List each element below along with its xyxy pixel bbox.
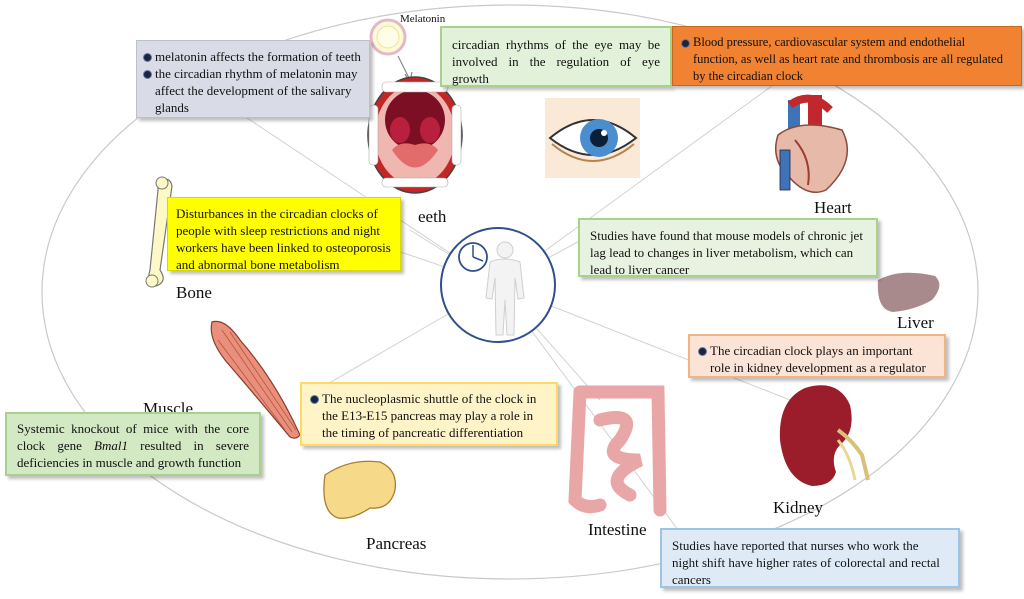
intestine-icon: [568, 385, 667, 517]
note-bone-text: Disturbances in the circadian clocks of …: [176, 206, 391, 272]
organ-label-kidney: Kidney: [773, 498, 824, 517]
note-heart: Blood pressure, cardiovascular system an…: [672, 26, 1022, 86]
note-liver-text: Studies have found that mouse models of …: [590, 228, 863, 277]
body-ellipse: [41, 4, 979, 580]
kidney-icon: [779, 385, 870, 486]
human-body-clock-icon: [440, 227, 556, 343]
note-pancreas: The nucleoplasmic shuttle of the clock i…: [300, 382, 558, 446]
melatonin-label: Melatonin: [400, 13, 446, 25]
note-teeth-item-2: the circadian rhythm of melatonin may af…: [143, 65, 361, 116]
organ-label-teeth: eeth: [418, 207, 447, 226]
liver-icon: [877, 272, 940, 312]
organ-label-heart: Heart: [814, 198, 852, 217]
organ-label-liver: Liver: [897, 313, 934, 332]
organ-label-intestine: Intestine: [588, 520, 647, 539]
note-teeth-item-1: melatonin affects the formation of teeth: [143, 48, 361, 65]
note-bone: Disturbances in the circadian clocks of …: [167, 197, 401, 272]
pancreas-icon: [323, 460, 397, 519]
note-liver: Studies have found that mouse models of …: [578, 218, 878, 277]
note-muscle-text-2: resulted in severe deficiencies in muscl…: [17, 438, 249, 470]
note-intestine-text: Studies have reported that nurses who wo…: [672, 538, 940, 587]
heart-icon: [775, 94, 849, 193]
note-intestine: Studies have reported that nurses who wo…: [660, 528, 960, 588]
bone-icon: [145, 176, 173, 288]
note-eye: circadian rhythms of the eye may be invo…: [440, 26, 672, 87]
muscle-icon: [210, 320, 301, 439]
note-pancreas-text: The nucleoplasmic shuttle of the clock i…: [310, 390, 546, 441]
note-muscle: Systemic knockout of mice with the core …: [5, 412, 261, 476]
note-kidney: The circadian clock plays an important r…: [688, 334, 946, 378]
note-muscle-text-1: Systemic knockout of mice with the core …: [17, 421, 249, 453]
organ-label-pancreas: Pancreas: [366, 534, 427, 553]
mouth-icon: [367, 76, 463, 194]
note-muscle-gene: Bmal1: [94, 438, 128, 453]
eye-icon: [545, 98, 640, 178]
note-eye-text: circadian rhythms of the eye may be invo…: [452, 37, 660, 86]
organ-label-bone: Bone: [176, 283, 212, 302]
note-teeth: melatonin affects the formation of teeth…: [136, 40, 370, 118]
note-kidney-text: The circadian clock plays an important r…: [698, 342, 934, 376]
note-heart-text: Blood pressure, cardiovascular system an…: [681, 34, 1011, 85]
melatonin-icon: [369, 18, 413, 84]
